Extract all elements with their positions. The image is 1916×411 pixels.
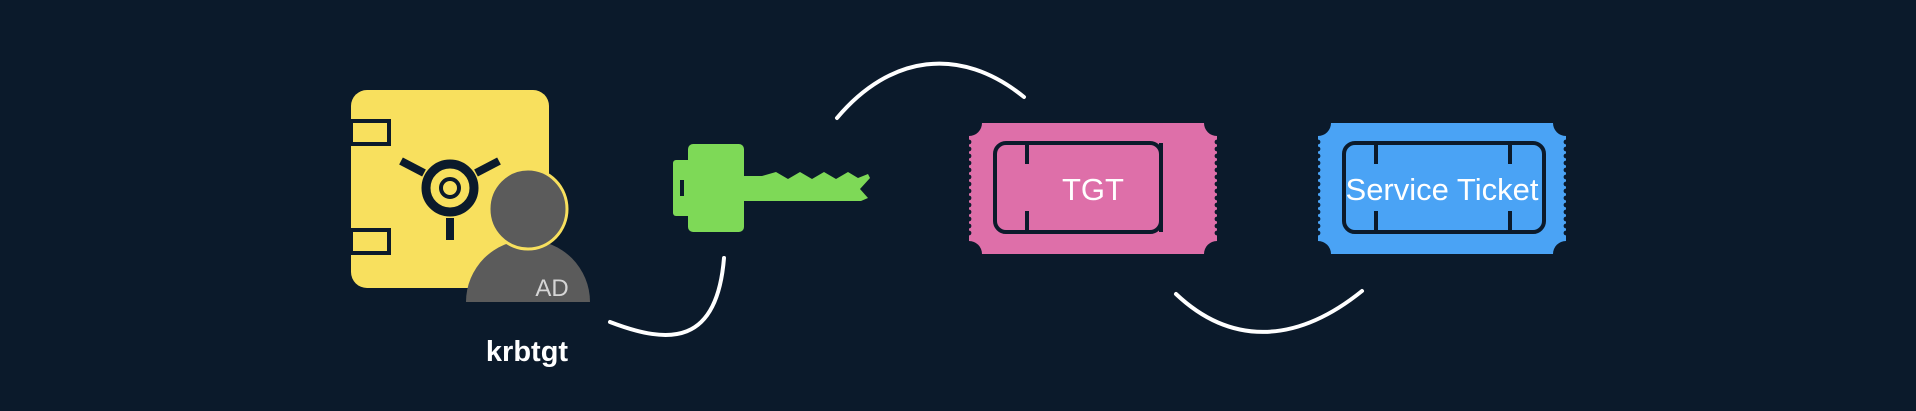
ticket-perforation: [1214, 174, 1220, 180]
ticket-perforation: [1214, 195, 1220, 201]
ticket-perforation: [1315, 209, 1321, 215]
ticket-perforation: [966, 139, 972, 145]
ticket-perforation: [966, 230, 972, 236]
tgt-ticket-perforations: [966, 139, 1220, 236]
ticket-perforation: [1315, 202, 1321, 208]
ticket-perforation: [966, 181, 972, 187]
tgt-label: TGT: [1062, 172, 1124, 207]
ticket-perforation: [1315, 230, 1321, 236]
ticket-perforation: [1563, 188, 1569, 194]
ticket-perforation: [966, 223, 972, 229]
ticket-perforation: [1315, 181, 1321, 187]
vault-safe-icon: [349, 90, 549, 288]
ticket-perforation: [1563, 174, 1569, 180]
connector-tgt-to-service-ticket: [1174, 289, 1364, 334]
ticket-perforation: [1563, 146, 1569, 152]
ticket-perforation: [1214, 223, 1220, 229]
ticket-perforation: [1214, 188, 1220, 194]
ticket-perforation: [966, 146, 972, 152]
ticket-perforation: [1315, 160, 1321, 166]
ticket-perforation: [1315, 139, 1321, 145]
ticket-perforation: [966, 195, 972, 201]
ticket-perforation: [1563, 202, 1569, 208]
ticket-perforation: [1563, 195, 1569, 201]
ticket-perforation: [1214, 230, 1220, 236]
ticket-perforation: [1214, 167, 1220, 173]
account-name-label: krbtgt: [486, 336, 569, 368]
ticket-perforation: [966, 209, 972, 215]
connector-user-to-key: [608, 256, 726, 337]
service-ticket-icon: Service Ticket: [1315, 123, 1569, 254]
ticket-perforation: [1563, 153, 1569, 159]
ticket-perforation: [1214, 181, 1220, 187]
ticket-perforation: [966, 188, 972, 194]
user-avatar-icon: AD: [466, 167, 590, 302]
ticket-perforation: [1214, 139, 1220, 145]
ticket-perforation: [1214, 209, 1220, 215]
ticket-perforation: [1563, 209, 1569, 215]
ticket-perforation: [1214, 146, 1220, 152]
ticket-perforation: [1315, 216, 1321, 222]
ticket-perforation: [1563, 160, 1569, 166]
ticket-perforation: [1563, 216, 1569, 222]
service-ticket-label: Service Ticket: [1346, 172, 1539, 207]
service-ticket-perforations: [1315, 139, 1569, 236]
ticket-perforation: [1214, 202, 1220, 208]
ticket-perforation: [1315, 195, 1321, 201]
ticket-perforation: [1563, 223, 1569, 229]
ticket-perforation: [1214, 153, 1220, 159]
key-icon: [673, 144, 870, 232]
ticket-perforation: [966, 216, 972, 222]
user-badge-label: AD: [535, 275, 568, 302]
ticket-perforation: [1563, 139, 1569, 145]
ticket-perforation: [966, 167, 972, 173]
ticket-perforation: [1563, 230, 1569, 236]
ticket-perforation: [1315, 146, 1321, 152]
connector-key-to-tgt: [835, 61, 1026, 120]
ticket-perforation: [1563, 167, 1569, 173]
ticket-perforation: [1315, 153, 1321, 159]
ticket-perforation: [1315, 223, 1321, 229]
ticket-perforation: [1315, 174, 1321, 180]
tgt-ticket-icon: TGT: [966, 123, 1220, 254]
ticket-perforation: [966, 160, 972, 166]
ticket-perforation: [966, 174, 972, 180]
ticket-perforation: [1214, 216, 1220, 222]
ticket-perforation: [966, 153, 972, 159]
ticket-perforation: [1214, 160, 1220, 166]
ticket-perforation: [1315, 188, 1321, 194]
ticket-perforation: [1315, 167, 1321, 173]
ticket-perforation: [966, 202, 972, 208]
ticket-perforation: [1563, 181, 1569, 187]
